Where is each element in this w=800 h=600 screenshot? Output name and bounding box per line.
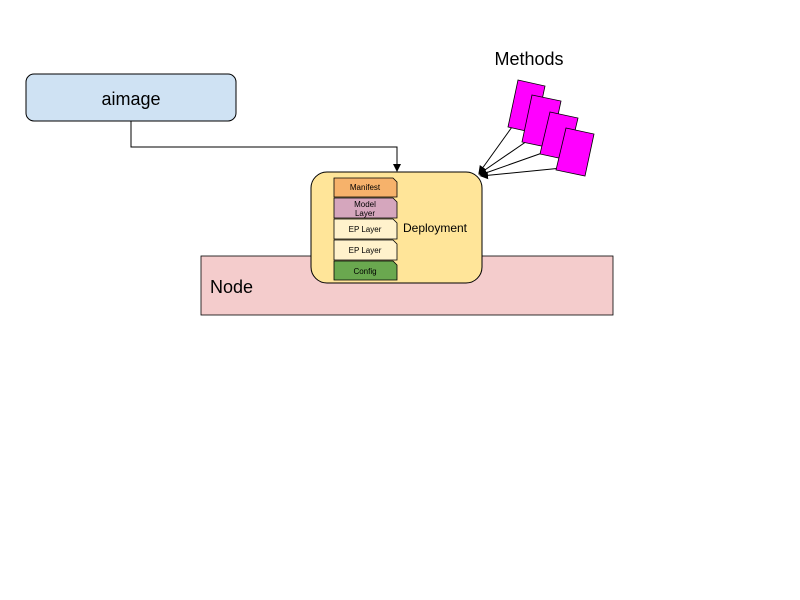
aimage-label: aimage — [101, 89, 160, 109]
deployment-label: Deployment — [403, 221, 468, 235]
methods-label: Methods — [494, 49, 563, 69]
method-connector-1 — [478, 126, 513, 174]
layer-model-shape — [333, 197, 398, 219]
layer-ep-1-shape — [333, 218, 398, 240]
layer-ep-2-shape — [333, 239, 398, 261]
layer-manifest-label: Manifest — [350, 183, 381, 192]
layer-model-label-line2: Layer — [355, 209, 375, 218]
method-card-4 — [555, 127, 595, 177]
methods-cards — [507, 79, 595, 177]
layer-ep-2: EP Layer — [333, 239, 398, 261]
node-label: Node — [210, 277, 253, 297]
layer-ep-1-label: EP Layer — [349, 225, 382, 234]
aimage-box: aimage — [25, 73, 237, 122]
method-connector-3 — [479, 151, 546, 177]
layer-manifest-shape — [333, 177, 398, 198]
layer-config-label: Config — [353, 267, 376, 276]
methods-connectors — [478, 126, 563, 180]
method-connector-4 — [480, 167, 563, 180]
aimage-to-deployment-connector — [130, 121, 401, 172]
layer-model-label-line1: Model — [354, 200, 376, 209]
layer-config-shape — [333, 260, 398, 281]
layer-ep-1: EP Layer — [333, 218, 398, 240]
method-connector-2 — [478, 138, 531, 175]
layer-ep-2-label: EP Layer — [349, 246, 382, 255]
layer-manifest: Manifest — [333, 177, 398, 198]
layer-config: Config — [333, 260, 398, 281]
layer-stack: Manifest Model Layer EP Layer EP Layer C… — [333, 177, 398, 281]
layer-model: Model Layer — [333, 197, 398, 219]
